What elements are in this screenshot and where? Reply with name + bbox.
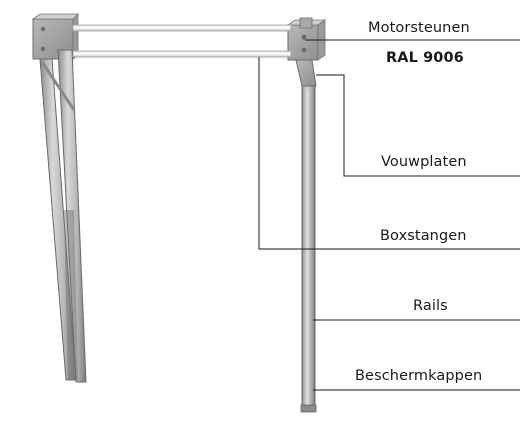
label-ral-color: RAL 9006 [386, 50, 464, 66]
label-vouwplaten: Vouwplaten [381, 154, 467, 170]
label-motorsteunen: Motorsteunen [368, 20, 470, 36]
right-motor-bracket [286, 17, 327, 61]
label-rails: Rails [413, 298, 448, 314]
label-boxstangen: Boxstangen [380, 228, 467, 244]
box-bars [72, 24, 292, 58]
leader-vouwplaten [316, 74, 520, 177]
left-post [39, 49, 87, 383]
label-beschermkappen: Beschermkappen [355, 368, 483, 384]
leader-boxstangen [258, 57, 520, 250]
leader-lines [258, 39, 520, 391]
right-post [295, 59, 317, 413]
